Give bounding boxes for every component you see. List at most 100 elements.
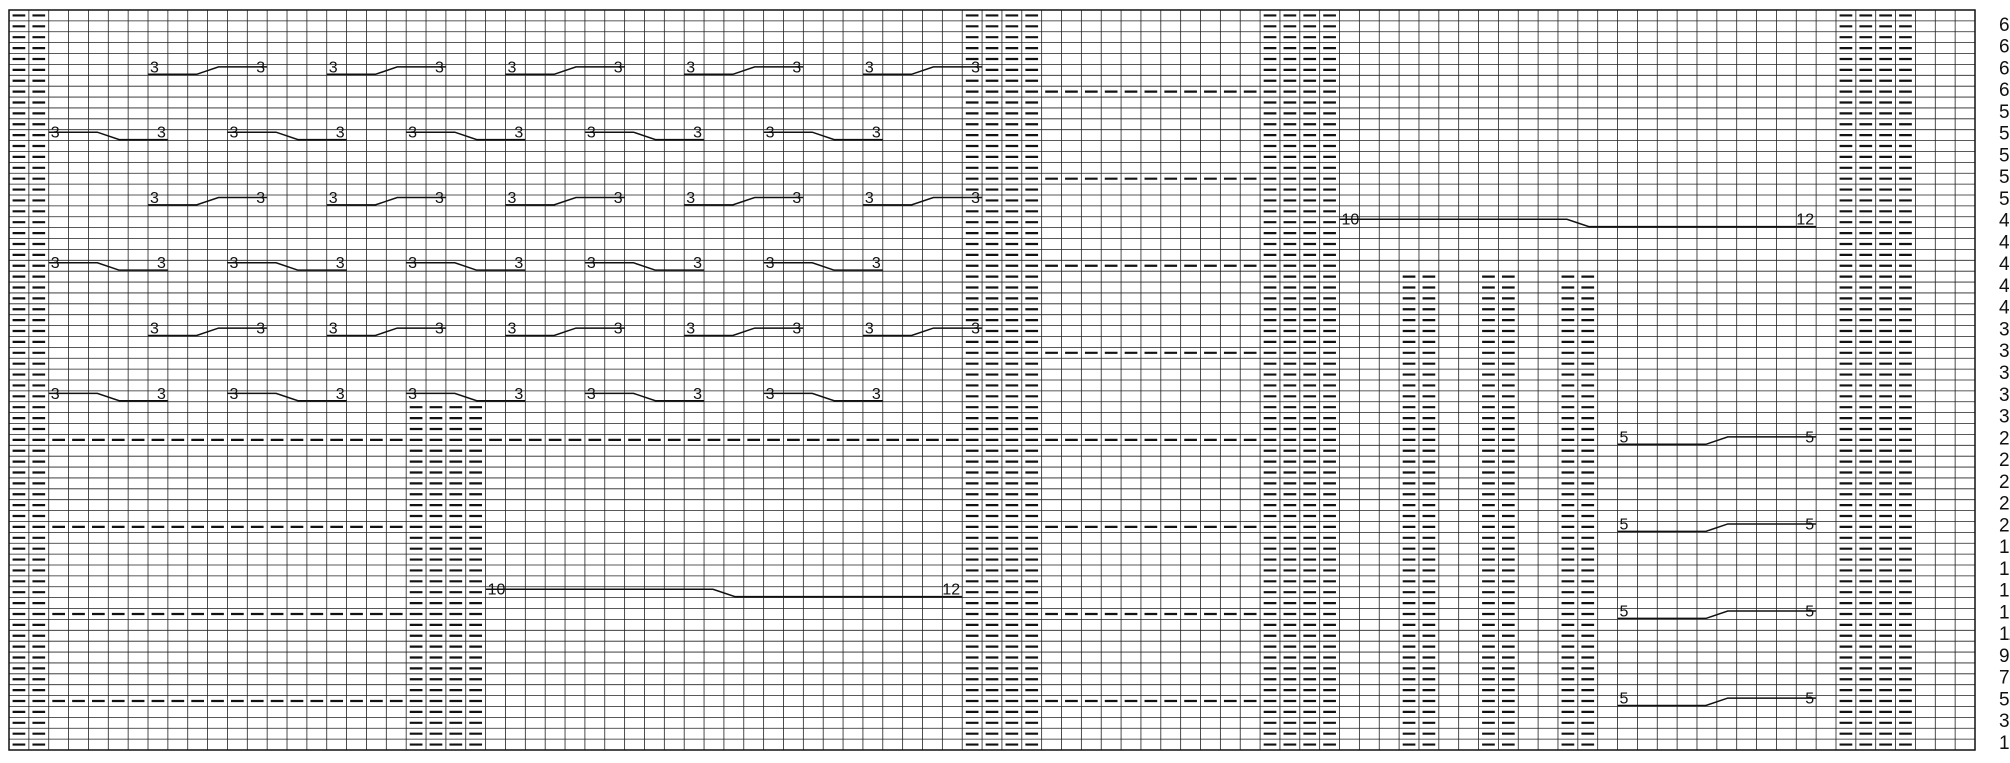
cable-count-right: 3 xyxy=(693,125,702,142)
cable-count-right: 5 xyxy=(1805,690,1814,707)
cable-count-left: 3 xyxy=(51,255,60,272)
cable-line xyxy=(485,588,963,598)
row-label: 59 xyxy=(1999,102,2010,123)
cable-count-left: 3 xyxy=(408,255,417,272)
cable-count-left: 3 xyxy=(865,190,874,207)
row-label: 39 xyxy=(1999,319,2010,340)
cable-line xyxy=(505,327,625,337)
cable-count-left: 3 xyxy=(865,59,874,76)
cable-count-left: 3 xyxy=(587,255,596,272)
row-label: 45 xyxy=(1999,254,2010,275)
cable-count-right: 5 xyxy=(1805,603,1814,620)
cable-count-left: 3 xyxy=(766,125,775,142)
cable-count-right: 3 xyxy=(971,59,980,76)
cable-line xyxy=(505,196,625,206)
cable-count-left: 3 xyxy=(507,59,516,76)
cable-count-left: 3 xyxy=(150,320,159,337)
cable-line xyxy=(862,327,983,337)
cable-count-left: 3 xyxy=(229,125,238,142)
cable-count-right: 3 xyxy=(614,190,623,207)
cable-count-left: 3 xyxy=(507,320,516,337)
cable-line xyxy=(862,66,983,76)
cable-count-right: 3 xyxy=(157,125,166,142)
cable-count-right: 3 xyxy=(256,190,265,207)
cable-count-left: 3 xyxy=(587,386,596,403)
cable-count-left: 3 xyxy=(686,59,695,76)
cable-line xyxy=(584,262,705,271)
cable-count-right: 3 xyxy=(514,386,523,403)
cable-count-left: 3 xyxy=(865,320,874,337)
cable-line xyxy=(505,66,625,76)
row-label: 21 xyxy=(1999,515,2010,536)
cable-count-left: 3 xyxy=(408,386,417,403)
row-label: 41 xyxy=(1999,298,2010,319)
cable-count-right: 3 xyxy=(256,59,265,76)
cable-line xyxy=(227,262,347,271)
row-label: 47 xyxy=(1999,232,2010,253)
cable-line xyxy=(684,196,804,206)
cable-count-right: 3 xyxy=(872,386,881,403)
cable-line xyxy=(48,131,168,141)
cable-line xyxy=(1617,610,1817,620)
cable-count-left: 3 xyxy=(507,190,516,207)
cable-count-left: 3 xyxy=(686,320,695,337)
row-label: 37 xyxy=(1999,341,2010,362)
cable-count-right: 3 xyxy=(514,255,523,272)
cable-count-right: 12 xyxy=(1796,212,1814,229)
row-label: 51 xyxy=(1999,189,2010,210)
cable-line xyxy=(227,392,347,402)
row-label: 33 xyxy=(1999,385,2010,406)
cable-line xyxy=(684,66,804,76)
cable-count-left: 3 xyxy=(150,59,159,76)
row-label: 27 xyxy=(1999,450,2010,471)
row-label: 67 xyxy=(1999,15,2010,36)
cable-count-right: 3 xyxy=(693,255,702,272)
cable-count-right: 3 xyxy=(614,320,623,337)
cable-count-right: 3 xyxy=(256,320,265,337)
cable-count-right: 3 xyxy=(336,255,345,272)
cable-count-left: 3 xyxy=(686,190,695,207)
grid-border xyxy=(8,9,1976,751)
row-label: 57 xyxy=(1999,124,2010,145)
cable-line xyxy=(763,262,883,271)
cable-count-left: 3 xyxy=(766,255,775,272)
cable-count-right: 3 xyxy=(157,255,166,272)
row-label: 1 xyxy=(1999,733,2010,754)
cable-cross: 10 12 xyxy=(1339,212,1817,229)
cable-count-left: 5 xyxy=(1620,516,1629,533)
row-label: 31 xyxy=(1999,407,2010,428)
row-label: 15 xyxy=(1999,581,2010,602)
cable-line xyxy=(406,131,526,141)
cable-count-left: 3 xyxy=(229,255,238,272)
row-label: 9 xyxy=(1999,646,2010,667)
cable-count-right: 3 xyxy=(693,386,702,403)
grid-lines xyxy=(8,9,1976,751)
cable-count-left: 10 xyxy=(1342,212,1360,229)
cable-count-right: 3 xyxy=(792,320,801,337)
